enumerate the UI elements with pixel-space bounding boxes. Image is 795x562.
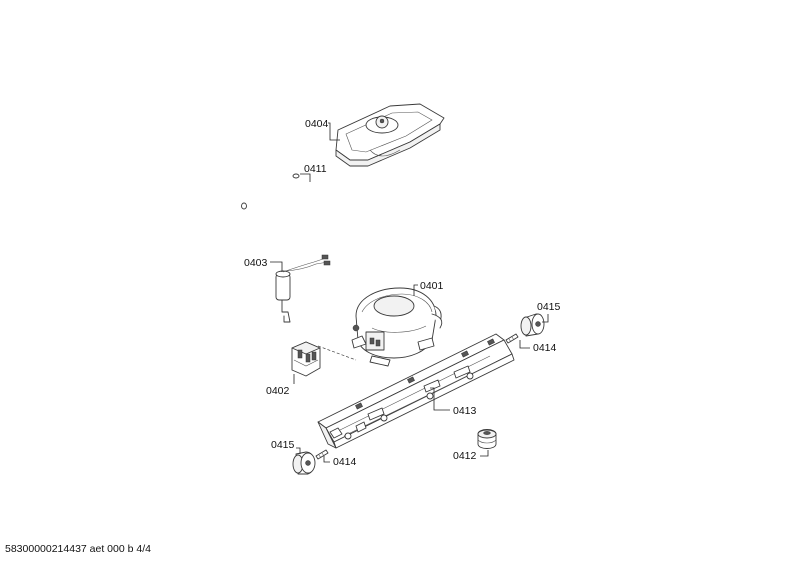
leader-0401 <box>413 284 418 296</box>
leader-0403 <box>270 261 283 272</box>
relay-drawing[interactable] <box>291 341 321 377</box>
pin-left-drawing[interactable] <box>315 449 329 460</box>
leader-0414-left <box>323 456 330 463</box>
grommet-left-drawing[interactable] <box>292 451 316 475</box>
label-0403: 0403 <box>244 257 268 269</box>
capacitor-drawing[interactable] <box>275 254 331 323</box>
label-0404: 0404 <box>305 118 329 130</box>
mounting-rail-drawing[interactable] <box>317 333 515 449</box>
leader-0411 <box>300 173 311 182</box>
assembly-line-relay <box>317 345 357 361</box>
leader-0415-left <box>296 447 301 454</box>
label-0414-right: 0414 <box>533 342 557 354</box>
label-0413: 0413 <box>453 405 477 417</box>
compressor-drawing[interactable] <box>351 287 443 367</box>
leader-0414-right <box>519 340 530 349</box>
label-0415-right: 0415 <box>537 301 561 313</box>
label-0401: 0401 <box>420 280 444 292</box>
evaporation-tray-drawing[interactable] <box>335 103 445 167</box>
grommet-right-drawing[interactable] <box>520 313 545 337</box>
label-0415-left: 0415 <box>271 439 295 451</box>
leader-0404 <box>328 122 340 141</box>
hose-drawing[interactable] <box>241 173 300 216</box>
leader-0413 <box>430 387 450 411</box>
grommet-loose-drawing[interactable] <box>477 429 497 449</box>
document-footer: 58300000214437 aet 000 b 4/4 <box>5 543 151 555</box>
leader-0412 <box>480 450 489 457</box>
leader-0415-right <box>542 314 549 323</box>
label-0414-left: 0414 <box>333 456 357 468</box>
label-0411: 0411 <box>304 163 327 175</box>
label-0412: 0412 <box>453 450 477 462</box>
label-0402: 0402 <box>266 385 290 397</box>
pin-right-drawing[interactable] <box>505 333 519 344</box>
